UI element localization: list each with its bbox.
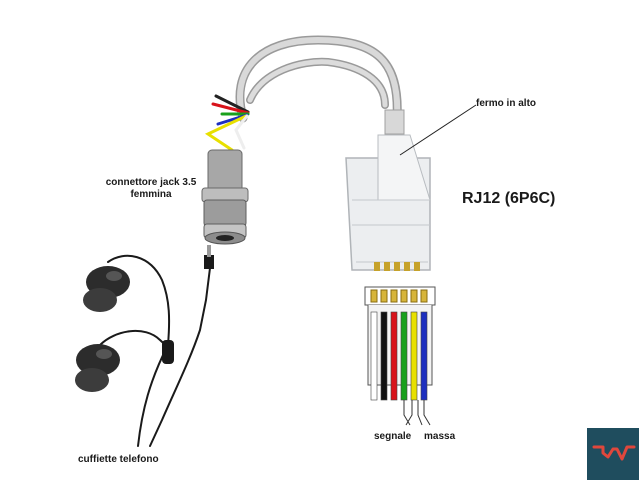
rj12-plug [345,109,431,271]
headphones-label: cuffiette telefono [78,454,159,465]
jack-connector-label: connettore jack 3.5 femmina [105,177,197,200]
pinout-wire-4 [400,311,408,401]
headphones [99,245,214,447]
pin-contact-4 [400,289,408,303]
pinout-output-leads [403,400,431,426]
pinout-wire-3 [390,311,398,401]
rj12-contacts [374,262,420,271]
brand-logo-icon [587,428,639,480]
pinout-wire-5 [410,311,418,401]
pin-contact-1 [370,289,378,303]
gray-cable [235,35,402,123]
jack-wires [204,94,250,152]
jack-35-connector [201,149,249,245]
ground-label: massa [424,431,456,442]
signal-label: segnale [374,431,412,442]
pinout-wires [370,289,428,401]
pin-contact-3 [390,289,398,303]
pinout-wire-2 [380,311,388,401]
pinout-wire-6 [420,311,428,401]
earbud-right [75,344,120,392]
pin-contact-5 [410,289,418,303]
pin-contact-6 [420,289,428,303]
pin-contact-2 [380,289,388,303]
latch-label: fermo in alto [476,98,537,109]
earbud-left [83,266,130,312]
latch-pointer-line [399,104,477,156]
rj12-title: RJ12 (6P6C) [462,190,556,207]
pinout-wire-1 [370,311,378,401]
